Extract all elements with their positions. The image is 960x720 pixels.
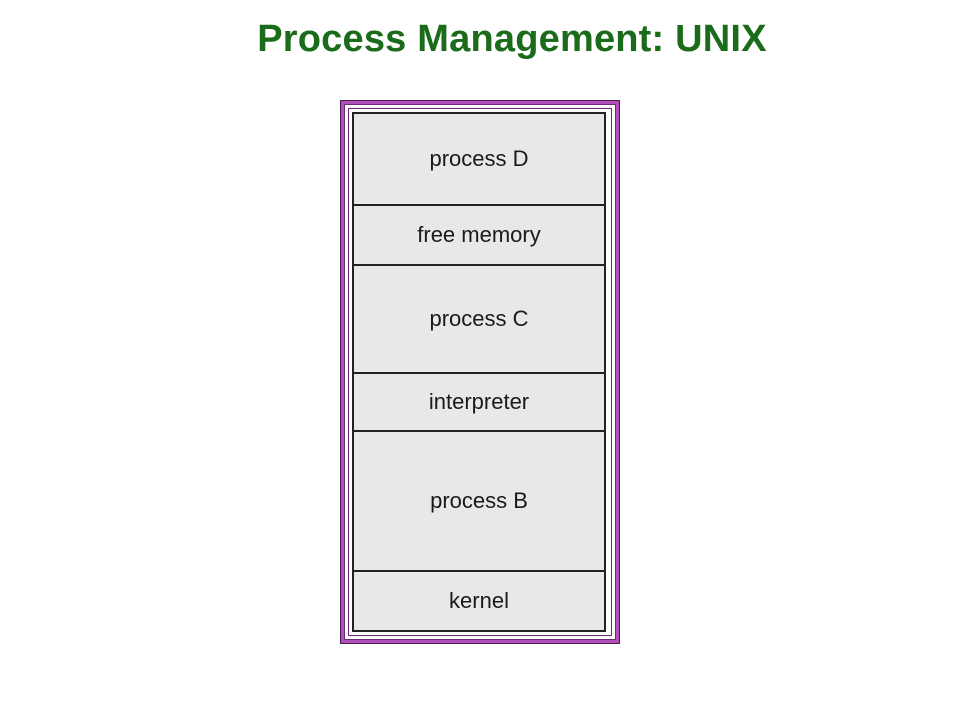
- segment-process-c: process C: [354, 264, 604, 372]
- segment-kernel: kernel: [354, 570, 604, 630]
- slide-title: Process Management: UNIX: [257, 18, 767, 60]
- segment-free-memory: free memory: [354, 204, 604, 264]
- segment-process-b: process B: [354, 430, 604, 570]
- memory-frame: process D free memory process C interpre…: [340, 100, 620, 644]
- segment-interpreter: interpreter: [354, 372, 604, 430]
- memory-diagram: process D free memory process C interpre…: [352, 112, 606, 632]
- segment-process-d: process D: [354, 114, 604, 204]
